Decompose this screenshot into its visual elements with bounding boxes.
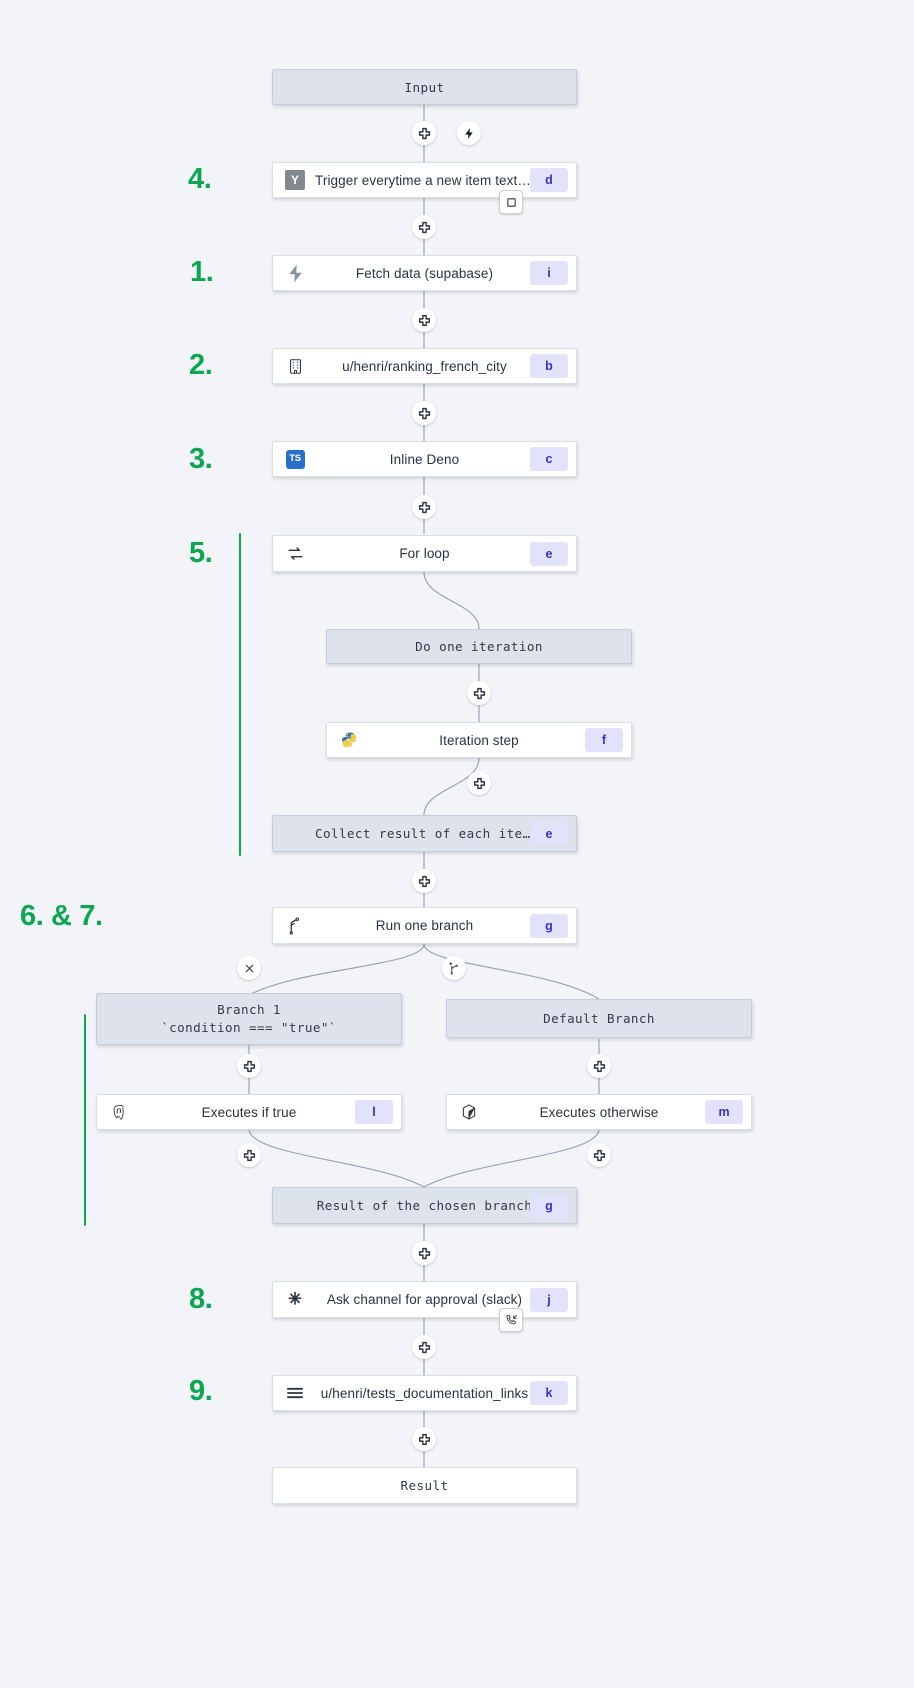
plus-icon-input-trigger[interactable] [412,121,436,145]
node-ask-channel-approval-badge: j [530,1287,568,1312]
typescript-icon: TS [284,448,306,470]
plus-icon-branch1-iftrue[interactable] [237,1054,261,1078]
node-executes-if-true-badge: l [355,1100,393,1124]
background-panel-left [0,0,57,1688]
close-icon-delete-branch[interactable] [237,956,261,980]
plus-icon-fetch-ranking[interactable] [412,308,436,332]
annotation-step-8: 8. [189,1283,213,1315]
node-executes-otherwise-badge: m [705,1100,743,1124]
plus-icon-chosen-slack[interactable] [412,1241,436,1265]
node-ask-channel-approval[interactable]: Ask channel for approval (slack) j [272,1281,577,1318]
loop-icon [284,543,306,565]
node-executes-if-true[interactable]: Executes if true l [96,1094,402,1130]
node-trigger[interactable]: Y Trigger everytime a new item text o...… [272,162,577,198]
plus-icon-ranking-deno[interactable] [412,401,436,425]
phone-callback-icon[interactable] [499,1308,523,1332]
add-branch-icon[interactable] [442,956,466,980]
plus-icon-deno-forloop[interactable] [412,495,436,519]
node-fetch-data[interactable]: Fetch data (supabase) i [272,255,577,291]
building-icon [284,355,306,377]
node-for-loop-badge: e [530,541,568,566]
plus-icon-trigger-fetch[interactable] [412,215,436,239]
node-run-one-branch-badge: g [530,913,568,938]
menu-icon [284,1382,306,1404]
node-result-chosen-branch[interactable]: Result of the chosen branch g [272,1187,577,1224]
node-run-one-branch[interactable]: Run one branch g [272,907,577,944]
plus-icon-iterstep-collect[interactable] [467,771,491,795]
docker-icon [458,1101,480,1123]
node-tests-documentation-links[interactable]: u/henri/tests_documentation_links k [272,1375,577,1411]
plus-icon-otherwise-chosen[interactable] [587,1143,611,1167]
node-trigger-badge: d [530,168,568,192]
node-input[interactable]: Input [272,69,577,105]
annotation-step-1: 1. [190,256,214,288]
node-result[interactable]: Result [272,1467,577,1504]
supabase-icon [284,262,306,284]
branch-icon [284,915,306,937]
node-do-one-iteration-label: Do one iteration [415,639,543,654]
slack-icon [284,1289,306,1311]
plus-icon-doiter-iterstep[interactable] [467,681,491,705]
postgres-icon [108,1101,130,1123]
yaml-icon: Y [284,169,306,191]
annotation-step-5: 5. [189,537,213,569]
background-seam [57,0,58,1688]
node-branch-1[interactable]: Branch 1 `condition === "true"` [96,993,402,1045]
plus-icon-iftrue-chosen[interactable] [237,1143,261,1167]
plus-icon-collect-branch[interactable] [412,869,436,893]
annotation-bracket-branch [84,1014,87,1226]
python-icon [338,729,360,751]
node-for-loop[interactable]: For loop e [272,535,577,572]
node-fetch-data-badge: i [530,261,568,285]
node-branch-1-condition: `condition === "true"` [161,1020,337,1035]
node-default-branch[interactable]: Default Branch [446,999,752,1038]
node-result-chosen-branch-badge: g [530,1193,568,1218]
node-input-label: Input [404,79,445,95]
annotation-step-4: 4. [188,163,212,195]
node-iteration-step[interactable]: Iteration step f [326,722,632,758]
node-ranking-french-city[interactable]: u/henri/ranking_french_city b [272,348,577,384]
node-collect-result[interactable]: Collect result of each iteration e [272,815,577,852]
stop-square-icon[interactable] [499,190,523,214]
node-ranking-french-city-badge: b [530,354,568,378]
annotation-step-9: 9. [189,1375,213,1407]
node-do-one-iteration[interactable]: Do one iteration [326,629,632,664]
node-executes-otherwise[interactable]: Executes otherwise m [446,1094,752,1130]
annotation-bracket-loop [239,533,242,856]
bolt-icon-trigger-mode[interactable] [457,121,481,145]
node-tests-documentation-links-badge: k [530,1381,568,1405]
node-collect-result-badge: e [530,821,568,846]
annotation-step-3: 3. [189,443,213,475]
plus-icon-default-otherwise[interactable] [587,1054,611,1078]
annotation-step-2: 2. [189,349,213,381]
plus-icon-tests-result[interactable] [412,1427,436,1451]
node-default-branch-label: Default Branch [543,1011,655,1026]
plus-icon-slack-tests[interactable] [412,1335,436,1359]
annotation-step-6-7: 6. & 7. [20,900,103,932]
node-result-label: Result [400,1478,449,1493]
node-inline-deno-badge: c [530,447,568,471]
node-inline-deno[interactable]: TS Inline Deno c [272,441,577,477]
node-branch-1-title: Branch 1 [217,1001,281,1017]
node-branch-1-label: Branch 1 `condition === "true"` [97,1001,401,1038]
node-iteration-step-badge: f [585,728,623,752]
